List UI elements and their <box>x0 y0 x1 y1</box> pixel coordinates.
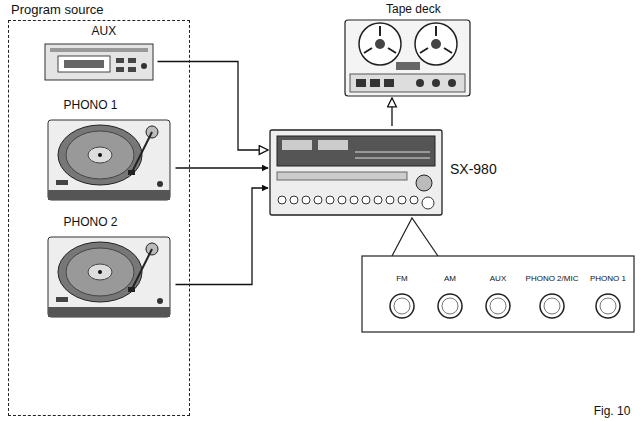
phono-unit: PHONO 1 <box>40 96 176 204</box>
figure-number: Fig. 10 <box>594 404 631 418</box>
source-group: Program sourceAUXPHONO 1PHONO 2 <box>8 20 190 416</box>
knob-label: AM <box>444 274 456 284</box>
knob-label: AUX <box>490 274 506 284</box>
tape-deck-unit: Tape deck <box>340 2 476 98</box>
receiver <box>270 130 442 215</box>
panel-callout <box>362 218 634 332</box>
knob-label: PHONO 1 <box>590 274 626 284</box>
signal-line <box>158 62 269 151</box>
turntable <box>48 120 170 200</box>
device-label: AUX <box>90 24 119 39</box>
signal-line <box>391 98 392 126</box>
receiver-unit: SX-980 <box>268 126 508 218</box>
turntable <box>48 237 170 317</box>
device-label: PHONO 1 <box>62 98 120 113</box>
group-heading: Program source <box>9 2 105 17</box>
device-label: PHONO 2 <box>62 215 120 230</box>
phono-unit: PHONO 2 <box>40 212 176 322</box>
aux-deck <box>45 44 153 80</box>
tape-deck <box>345 20 470 96</box>
device-label: SX-980 <box>448 162 499 177</box>
aux-unit: AUX <box>40 22 158 84</box>
knob-label: FM <box>396 274 408 284</box>
device-label: Tape deck <box>384 2 443 17</box>
knob-label: PHONO 2/MIC <box>526 274 579 284</box>
